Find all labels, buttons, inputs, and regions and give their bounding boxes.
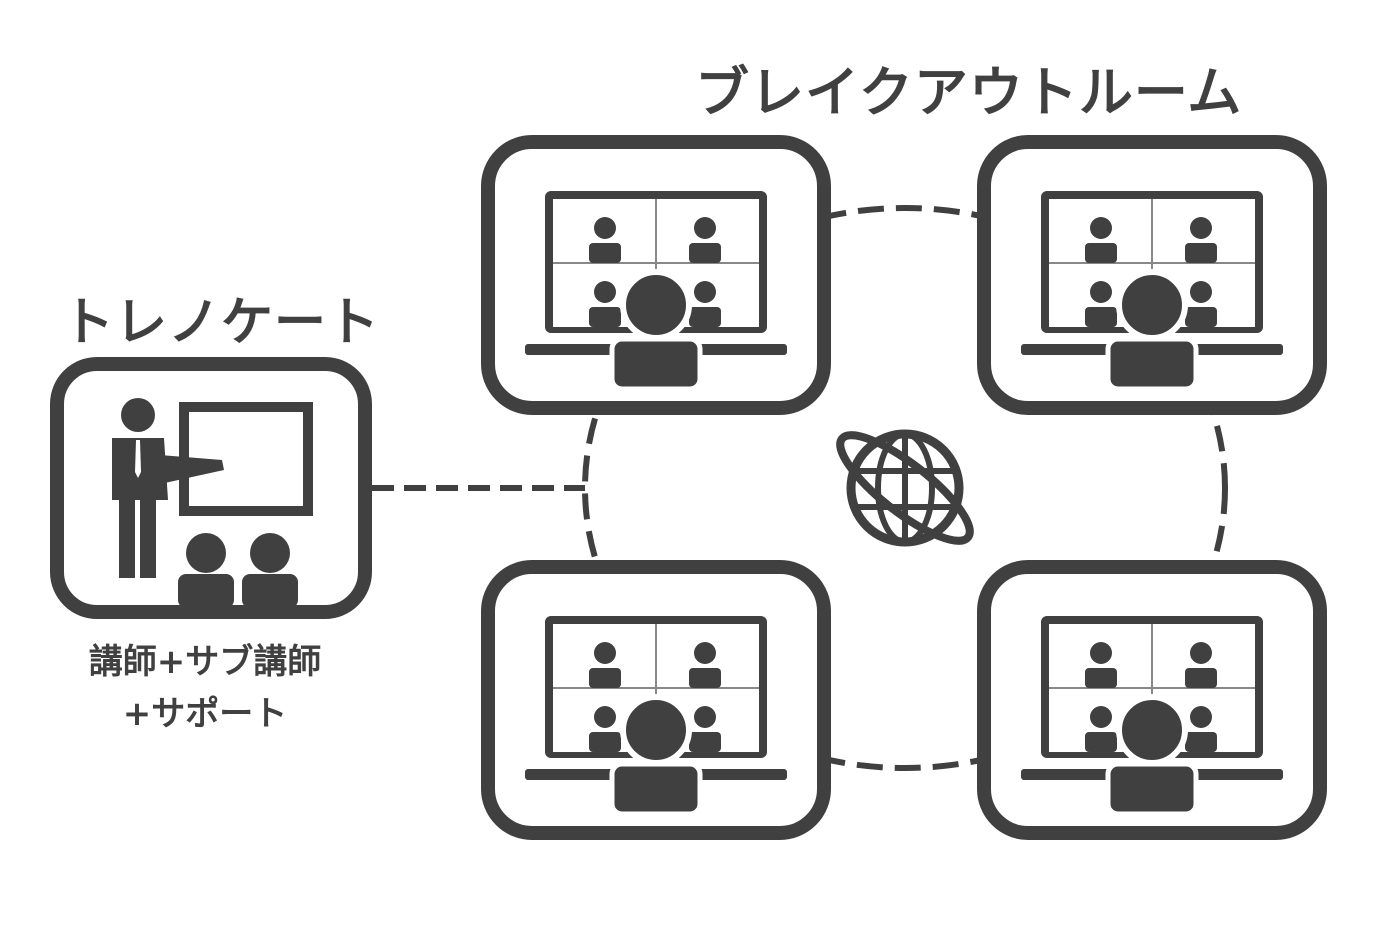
breakout-room-4 xyxy=(984,567,1320,833)
breakout-room-3 xyxy=(488,567,824,833)
breakout-room-1 xyxy=(488,142,824,408)
trainer-caption-line-2: +サポート xyxy=(122,694,288,734)
trainer-title: トレノケート xyxy=(62,293,381,353)
globe-icon xyxy=(836,429,974,547)
teacher-with-whiteboard-icon xyxy=(50,357,372,619)
breakout-room-2 xyxy=(984,142,1320,408)
breakout-rooms-title: ブレイクアウトルーム xyxy=(695,61,1243,124)
trainer-caption: 講師+サブ講師 +サポート xyxy=(40,636,370,740)
trainer-caption-line-1: 講師+サブ講師 xyxy=(88,642,322,682)
network-ring xyxy=(582,205,1228,771)
